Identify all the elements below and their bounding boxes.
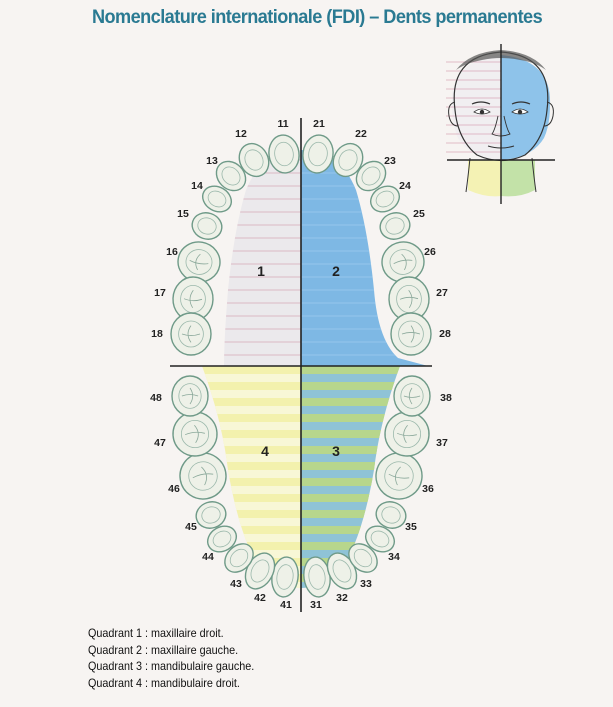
- tooth-label-14: 14: [191, 180, 203, 192]
- quadrant-legend: Quadrant 1 : maxillaire droit. Quadrant …: [88, 625, 254, 691]
- tooth-13: [215, 160, 247, 192]
- legend-item-q3: Quadrant 3 : mandibulaire gauche.: [88, 659, 255, 673]
- tooth-47: [172, 411, 218, 457]
- legend-item-q4: Quadrant 4 : mandibulaire droit.: [88, 675, 240, 690]
- tooth-label-22: 22: [355, 128, 367, 140]
- tooth-43: [224, 543, 254, 573]
- tooth-label-21: 21: [313, 118, 325, 130]
- tooth-23: [355, 160, 387, 192]
- tooth-label-31: 31: [310, 599, 322, 611]
- tooth-15: [191, 212, 223, 240]
- tooth-label-12: 12: [235, 128, 247, 140]
- tooth-11: [268, 134, 300, 174]
- tooth-label-11: 11: [277, 118, 288, 130]
- tooth-label-35: 35: [405, 521, 417, 533]
- quadrant-label-2: 2: [332, 263, 340, 279]
- tooth-label-18: 18: [151, 328, 163, 340]
- quadrant-1-fill: [224, 150, 301, 366]
- tooth-label-36: 36: [422, 483, 434, 495]
- tooth-label-15: 15: [177, 208, 189, 220]
- tooth-label-38: 38: [440, 392, 452, 404]
- quadrant-label-3: 3: [332, 443, 340, 459]
- tooth-45: [195, 501, 227, 529]
- tooth-44: [206, 525, 238, 553]
- tooth-21: [302, 134, 334, 174]
- tooth-label-13: 13: [206, 155, 218, 167]
- tooth-label-27: 27: [436, 287, 448, 299]
- tooth-14: [201, 185, 233, 213]
- tooth-22: [332, 142, 364, 178]
- tooth-28: [390, 312, 432, 356]
- tooth-18: [170, 312, 212, 356]
- tooth-label-48: 48: [150, 392, 162, 404]
- tooth-37: [384, 411, 430, 457]
- tooth-label-47: 47: [154, 437, 166, 449]
- page-title: Nomenclature internationale (FDI) – Dent…: [92, 6, 543, 28]
- legend-item-q1: Quadrant 1 : maxillaire droit.: [88, 626, 224, 640]
- tooth-label-42: 42: [254, 592, 266, 604]
- tooth-25: [379, 212, 411, 240]
- tooth-12: [238, 142, 270, 178]
- tooth-42: [244, 552, 276, 590]
- tooth-36: [375, 452, 423, 500]
- tooth-label-32: 32: [336, 592, 348, 604]
- tooth-label-23: 23: [384, 155, 396, 167]
- tooth-label-37: 37: [436, 437, 448, 449]
- tooth-26: [381, 241, 425, 283]
- tooth-34: [364, 525, 396, 553]
- face-illustration: [446, 44, 555, 204]
- tooth-24: [369, 185, 401, 213]
- tooth-label-45: 45: [185, 521, 197, 533]
- tooth-label-33: 33: [360, 578, 372, 590]
- tooth-38: [393, 375, 431, 417]
- teeth: [170, 134, 432, 598]
- tooth-label-25: 25: [413, 208, 425, 220]
- legend-item-q2: Quadrant 2 : maxillaire gauche.: [88, 642, 239, 657]
- tooth-label-28: 28: [439, 328, 451, 340]
- tooth-label-46: 46: [168, 483, 180, 495]
- tooth-label-41: 41: [280, 599, 292, 611]
- tooth-label-34: 34: [388, 551, 400, 563]
- tooth-46: [179, 452, 227, 500]
- neck-tint-left: [501, 160, 535, 197]
- quadrant-label-1: 1: [257, 263, 265, 279]
- tooth-35: [375, 501, 407, 529]
- tooth-33: [348, 543, 378, 573]
- tooth-label-24: 24: [399, 180, 411, 192]
- quadrant-2-fill: [301, 150, 428, 366]
- neck-tint-right: [468, 160, 501, 197]
- tooth-label-16: 16: [166, 246, 178, 258]
- tooth-label-43: 43: [230, 578, 242, 590]
- tooth-label-26: 26: [424, 246, 436, 258]
- tooth-label-44: 44: [202, 551, 214, 563]
- tooth-label-17: 17: [154, 287, 166, 299]
- quadrant-label-4: 4: [261, 443, 269, 459]
- tooth-number-labels: 1112131415161718212223242526272841424344…: [150, 118, 452, 611]
- tooth-48: [171, 375, 209, 417]
